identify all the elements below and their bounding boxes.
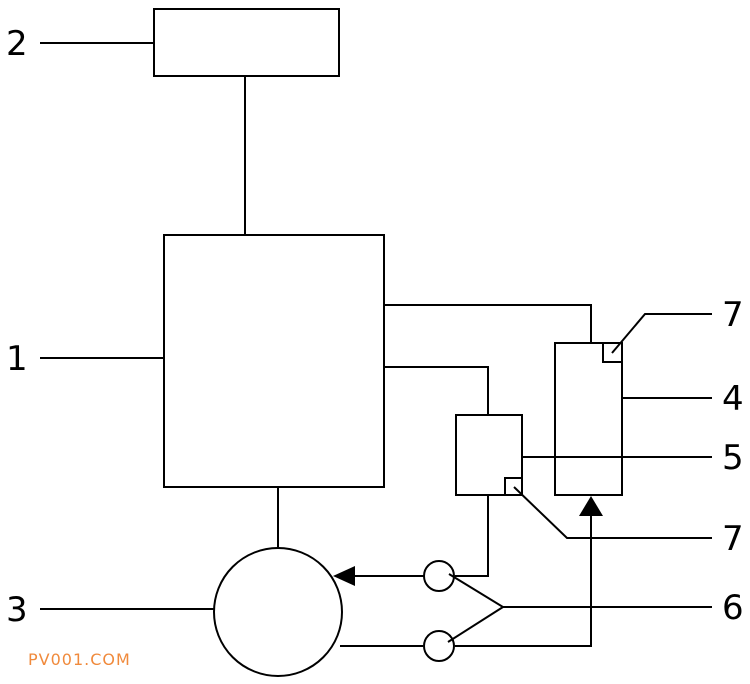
leader-7-bottom bbox=[513, 486, 712, 539]
component-6-upper-circle bbox=[423, 560, 455, 592]
callout-label-4: 4 bbox=[722, 379, 744, 419]
component-3-circle bbox=[213, 547, 343, 677]
callout-label-7-top: 7 bbox=[722, 295, 744, 335]
leader-7-top bbox=[611, 313, 712, 354]
component-2-box bbox=[153, 8, 340, 77]
component-1-box bbox=[163, 234, 385, 488]
component-6-lower-circle bbox=[423, 630, 455, 662]
component-4-box bbox=[554, 342, 623, 496]
watermark-text: PV001.COM bbox=[28, 650, 131, 669]
pipe-6b-to-4 bbox=[455, 516, 592, 647]
sensor-7-bottom bbox=[504, 477, 523, 496]
callout-label-7-bottom: 7 bbox=[722, 519, 744, 559]
callout-label-1: 1 bbox=[6, 339, 28, 379]
leader-6-branch bbox=[447, 573, 505, 643]
callout-label-5: 5 bbox=[722, 438, 744, 478]
arrow-into-3-icon bbox=[333, 566, 355, 586]
link-1-to-5 bbox=[384, 366, 489, 415]
component-5-box bbox=[455, 414, 523, 496]
arrow-into-4-icon bbox=[579, 496, 603, 516]
callout-label-6: 6 bbox=[722, 588, 744, 628]
pipe-5-to-6a bbox=[455, 495, 489, 577]
callout-label-2: 2 bbox=[6, 24, 28, 64]
link-1-to-4 bbox=[384, 304, 592, 343]
sensor-7-top bbox=[602, 342, 623, 363]
callout-label-3: 3 bbox=[6, 590, 28, 630]
